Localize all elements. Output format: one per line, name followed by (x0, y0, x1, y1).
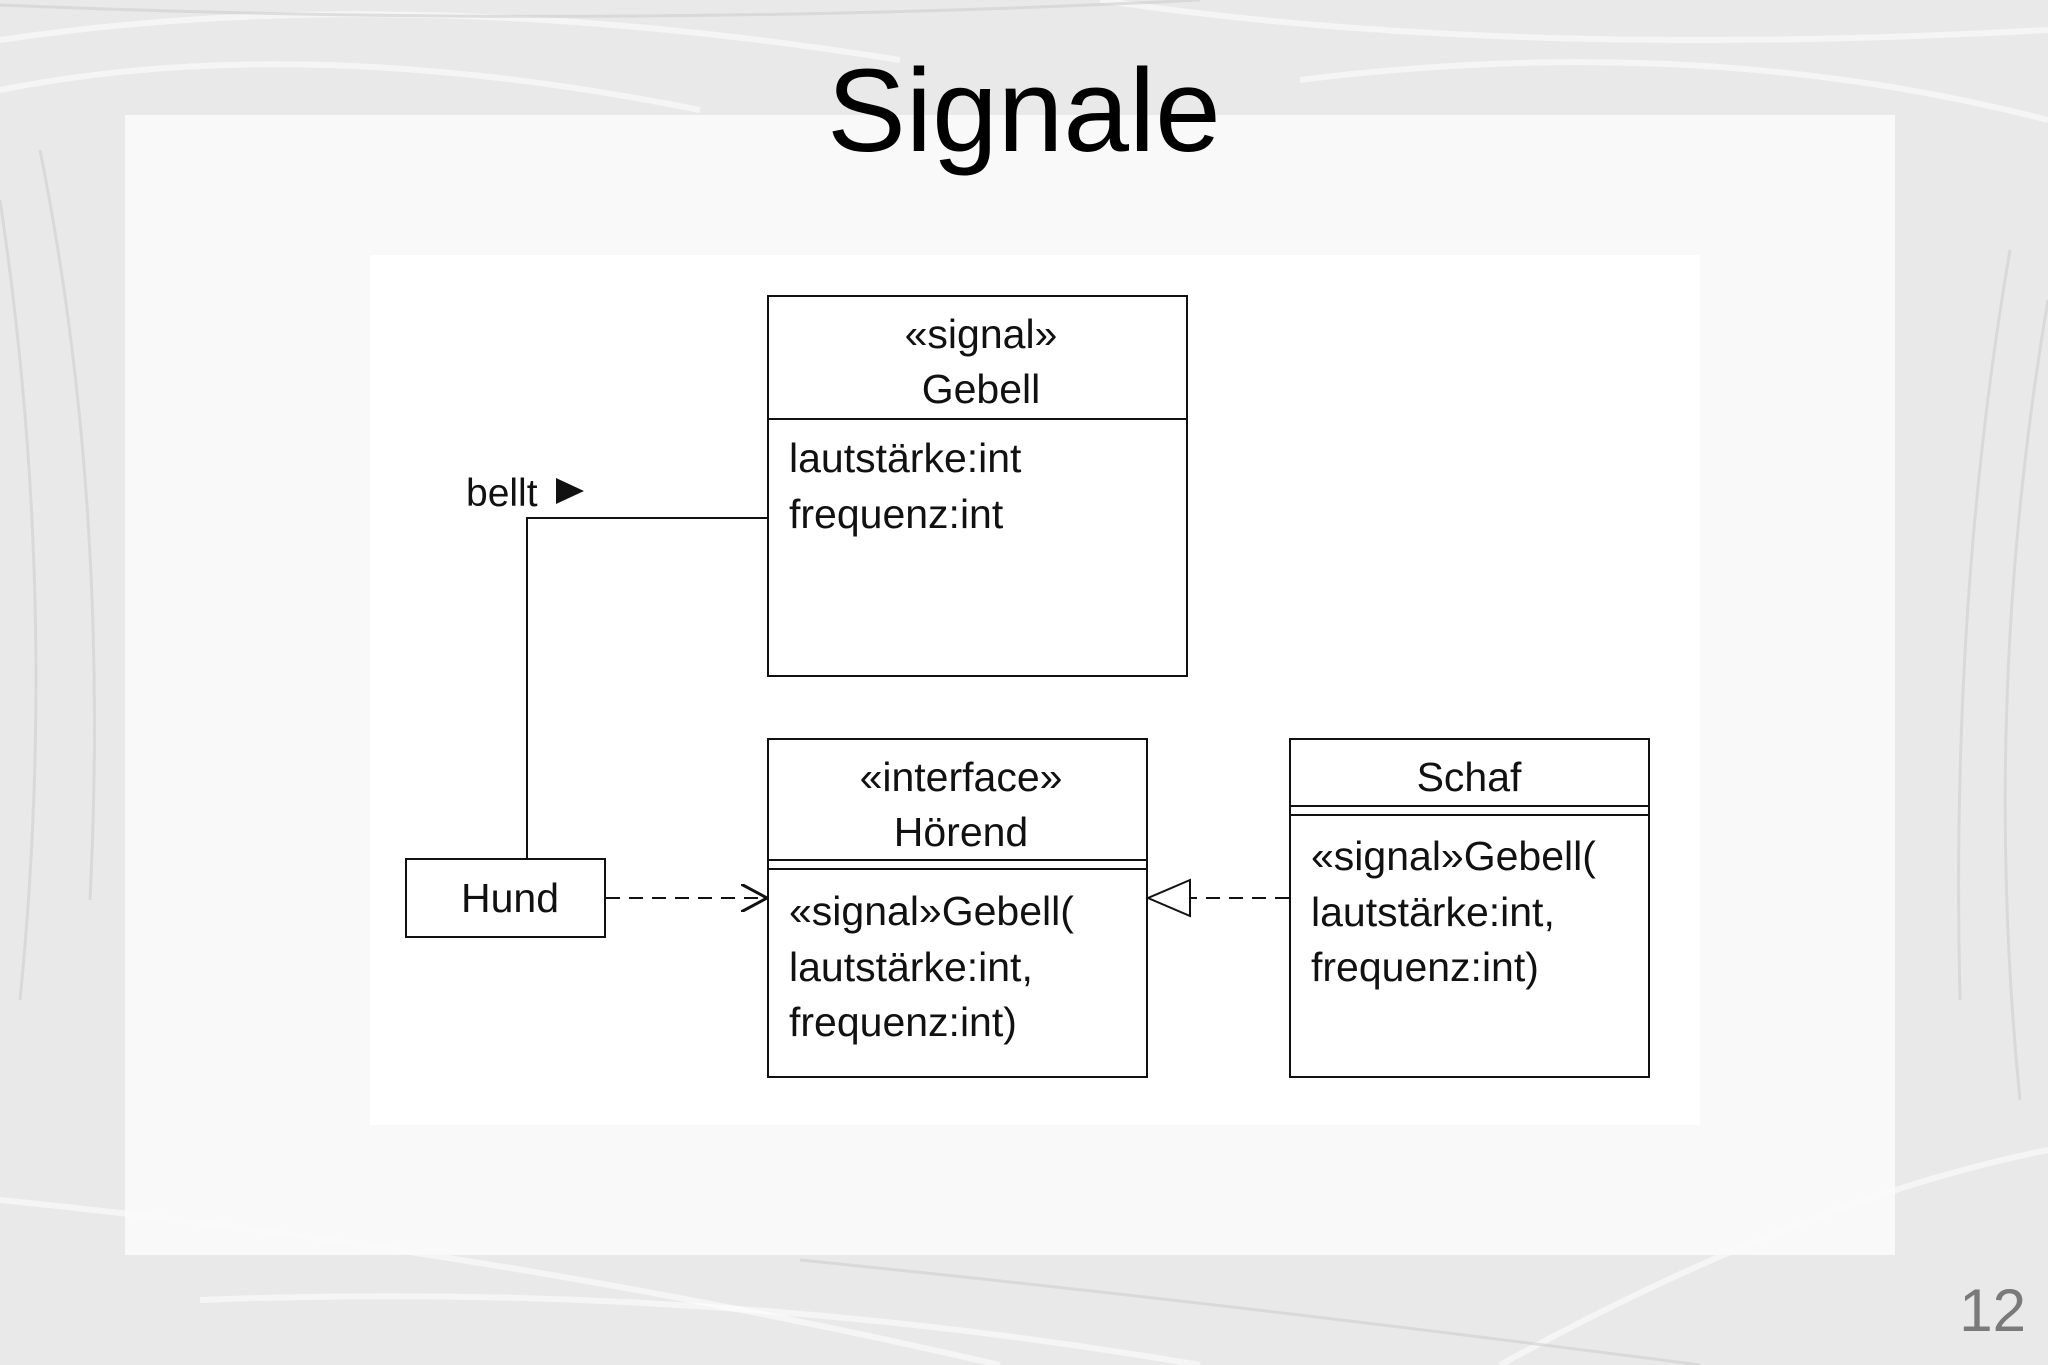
association-bellt: bellt (466, 472, 768, 859)
schaf-operation: «signal»Gebell( (1311, 833, 1596, 879)
class-schaf: Schaf «signal»Gebell( lautstärke:int, fr… (1289, 738, 1650, 1078)
class-hoerend: «interface» Hörend «signal»Gebell( lauts… (767, 738, 1148, 1078)
class-hund: Hund (405, 858, 606, 938)
direction-triangle-icon (556, 478, 584, 504)
schaf-name: Schaf (1417, 754, 1522, 800)
schaf-operation: frequenz:int) (1311, 944, 1539, 990)
gebell-stereotype: «signal» (905, 311, 1058, 357)
hoerend-operation: lautstärke:int, (789, 944, 1033, 990)
hund-name: Hund (461, 875, 559, 921)
slide-title: Signale (827, 45, 1221, 177)
hoerend-name: Hörend (894, 809, 1028, 855)
hoerend-operation: frequenz:int) (789, 999, 1017, 1045)
hoerend-stereotype: «interface» (860, 754, 1063, 800)
hollow-triangle-icon (1145, 878, 1191, 918)
association-label: bellt (466, 472, 538, 515)
gebell-attribute: frequenz:int (789, 491, 1004, 537)
class-gebell: «signal» Gebell lautstärke:int frequenz:… (767, 295, 1188, 677)
gebell-attribute: lautstärke:int (789, 435, 1022, 481)
hoerend-operation: «signal»Gebell( (789, 888, 1074, 934)
gebell-name: Gebell (922, 366, 1041, 412)
page-number: 12 (1959, 1277, 2026, 1344)
realization-arrow (1145, 878, 1289, 918)
schaf-operation: lautstärke:int, (1311, 889, 1555, 935)
